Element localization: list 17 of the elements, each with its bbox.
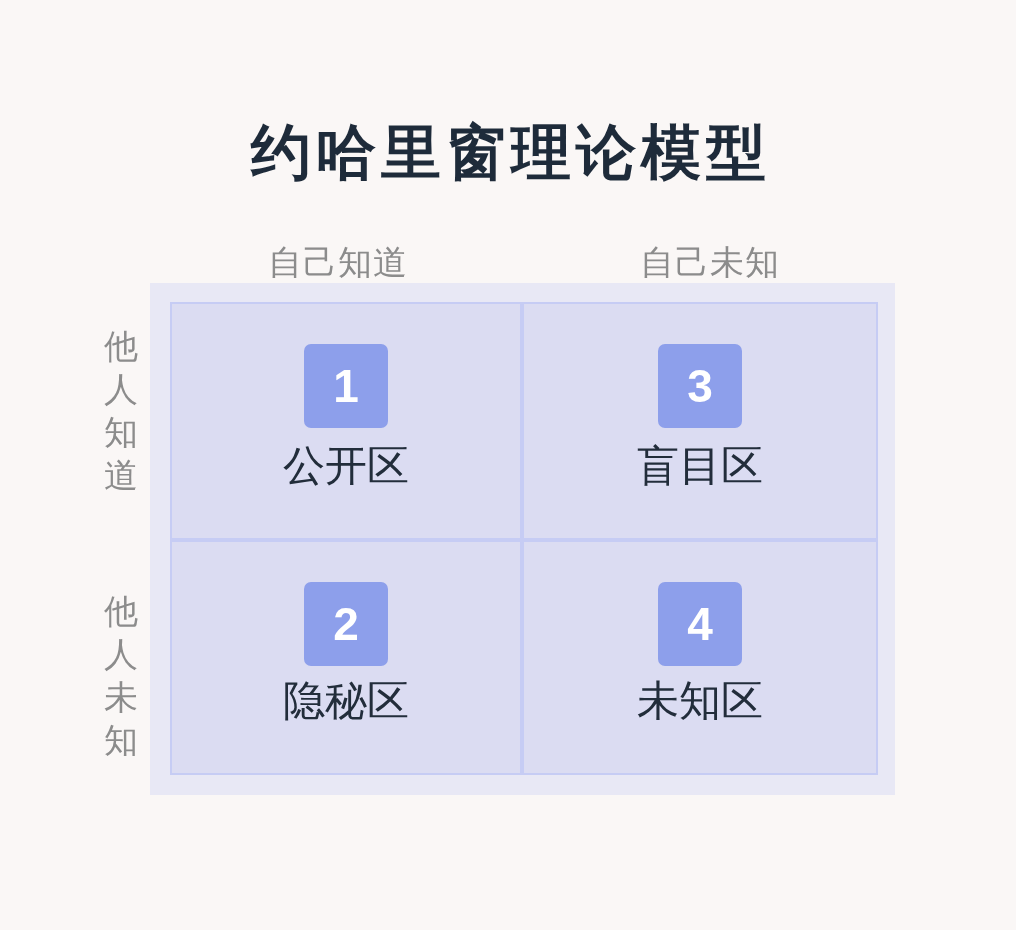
quadrant-name: 盲目区 bbox=[637, 442, 763, 490]
quadrant-name: 公开区 bbox=[283, 442, 409, 490]
number-badge: 4 bbox=[658, 582, 742, 666]
quadrant-name: 隐秘区 bbox=[283, 677, 409, 725]
quadrant-cell bbox=[522, 302, 878, 540]
column-header: 自己未知 bbox=[640, 241, 780, 284]
quadrant-name: 未知区 bbox=[637, 677, 763, 725]
title: 约哈里窗理论模型 bbox=[249, 117, 771, 187]
column-header: 自己知道 bbox=[268, 241, 408, 284]
row-header: 他人知道 bbox=[103, 325, 139, 497]
quadrant-cell bbox=[522, 540, 878, 775]
quadrant-cell bbox=[170, 302, 522, 540]
quadrant-cell bbox=[170, 540, 522, 775]
number-badge: 3 bbox=[658, 344, 742, 428]
row-header: 他人未知 bbox=[103, 590, 139, 762]
number-badge: 1 bbox=[304, 344, 388, 428]
number-badge: 2 bbox=[304, 582, 388, 666]
